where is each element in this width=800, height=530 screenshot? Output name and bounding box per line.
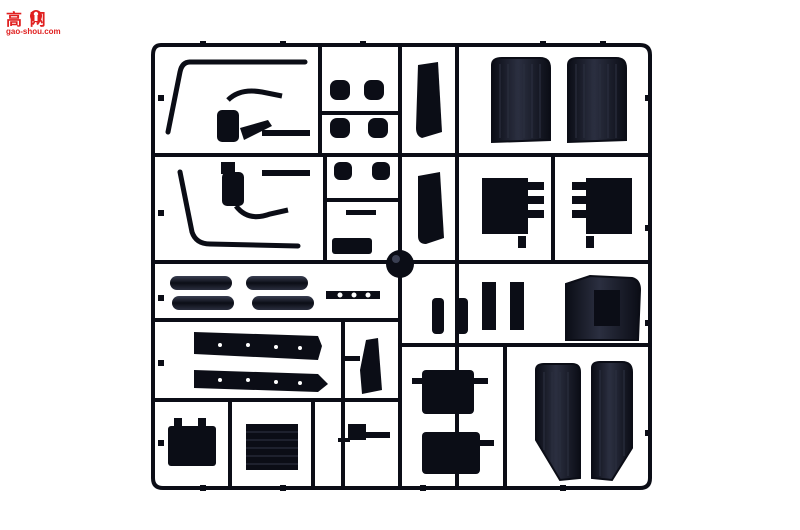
part-bracket-angled: [344, 338, 382, 394]
sprue-gates: [158, 41, 651, 491]
part-step-panels: [416, 62, 444, 244]
watermark-logo: 高 网 gao-shou.com: [6, 6, 70, 40]
part-air-tanks-small: [330, 80, 390, 254]
part-step-large-left: [535, 363, 581, 482]
part-fuel-tank-2: [422, 432, 494, 474]
part-radiator: [246, 424, 298, 470]
part-chassis-rail-2: [194, 370, 328, 392]
watermark-url: gao-shou.com: [6, 27, 61, 36]
part-battery-box: [168, 418, 216, 466]
watermark-mark-icon: [30, 10, 42, 22]
part-engine-block-2: [572, 178, 632, 248]
part-handle-rail-top: [165, 59, 308, 249]
part-mirror-arm-2: [221, 162, 310, 220]
part-step-large-right: [591, 361, 633, 482]
part-chassis-rail-1: [194, 332, 322, 360]
part-cab-seat: [565, 274, 642, 341]
part-mirror-arm-1: [217, 88, 310, 142]
part-fender-right: [567, 57, 627, 144]
gate-highlight: [392, 255, 400, 263]
sprue-center-gate: [386, 250, 414, 278]
part-fender-left: [491, 57, 551, 144]
part-fuel-tank-1: [412, 370, 488, 414]
part-air-tanks-row: [170, 276, 380, 310]
part-mudflap-set: [432, 282, 524, 334]
sprue-frame: [151, 43, 652, 490]
part-small-bracket: [338, 424, 390, 442]
part-engine-block-1: [482, 178, 544, 248]
